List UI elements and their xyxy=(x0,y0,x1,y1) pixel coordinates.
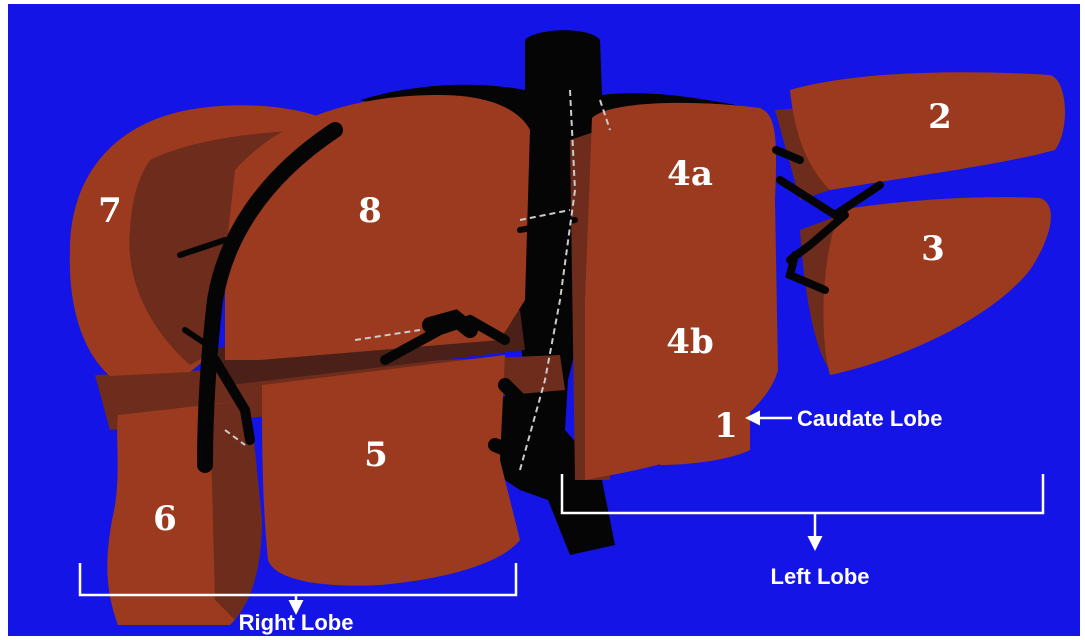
segment-8-label: 8 xyxy=(358,191,382,231)
segment-3-label: 3 xyxy=(921,229,945,269)
segment-2-label: 2 xyxy=(928,97,952,137)
segment-4a-label: 4a xyxy=(667,154,713,194)
segment-7-label: 7 xyxy=(98,191,122,231)
segment-6-label: 6 xyxy=(153,499,177,539)
segment-4b-label: 4b xyxy=(666,322,713,362)
right-lobe-label: Right Lobe xyxy=(239,610,354,635)
segment-5 xyxy=(262,355,520,586)
segment-6 xyxy=(107,400,262,625)
left-lobe-label: Left Lobe xyxy=(771,564,870,589)
segment-5-label: 5 xyxy=(364,435,388,475)
caudate-lobe-label: Caudate Lobe xyxy=(797,406,942,431)
segment-1-label: 1 xyxy=(714,406,738,446)
